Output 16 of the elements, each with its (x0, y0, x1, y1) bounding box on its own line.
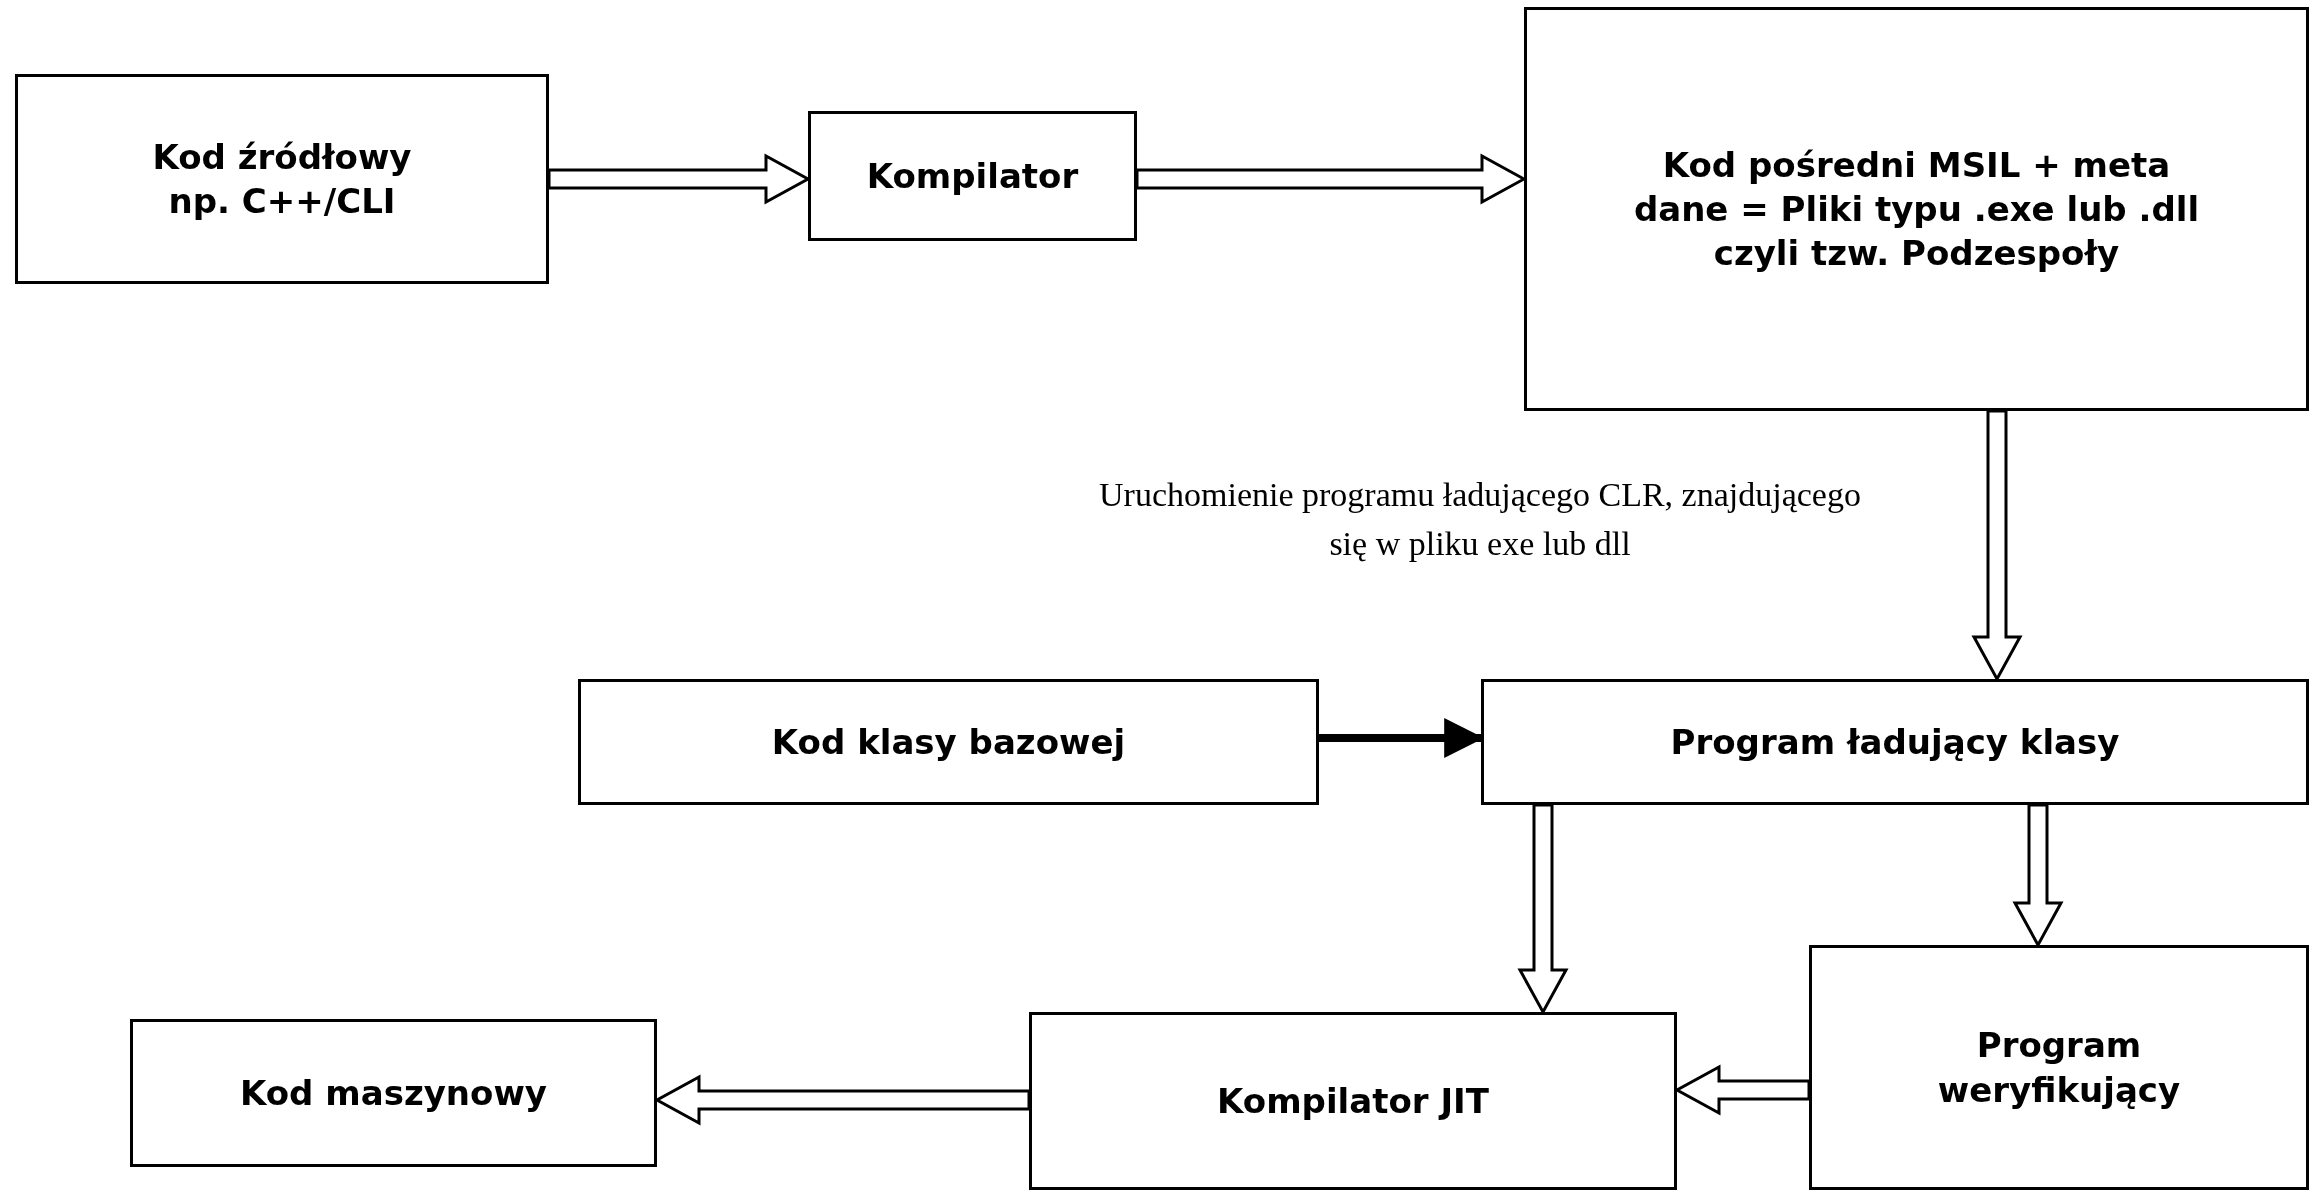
box-text: Program ładujący klasy (1670, 720, 2120, 764)
box-text: Kod klasy bazowej (771, 720, 1126, 764)
box-text: Program weryfikujący (1936, 1024, 2182, 1112)
box-text: Kompilator JIT (1217, 1079, 1489, 1123)
process-box (578, 679, 1319, 805)
process-box (808, 111, 1137, 241)
process-box (15, 74, 549, 284)
box-text: Kod maszynowy (240, 1071, 547, 1115)
box-text: Kompilator (866, 154, 1079, 198)
process-box (1029, 1012, 1677, 1190)
process-box (1809, 945, 2309, 1190)
process-box (1524, 7, 2309, 411)
process-box (1481, 679, 2309, 805)
box-text: Kod źródłowy np. C++/CLI (151, 135, 413, 223)
process-box (130, 1019, 657, 1167)
box-text: Kod pośredni MSIL + meta dane = Pliki typu .exe lub .dll czyli tzw. Podzespoły (1632, 143, 2201, 276)
